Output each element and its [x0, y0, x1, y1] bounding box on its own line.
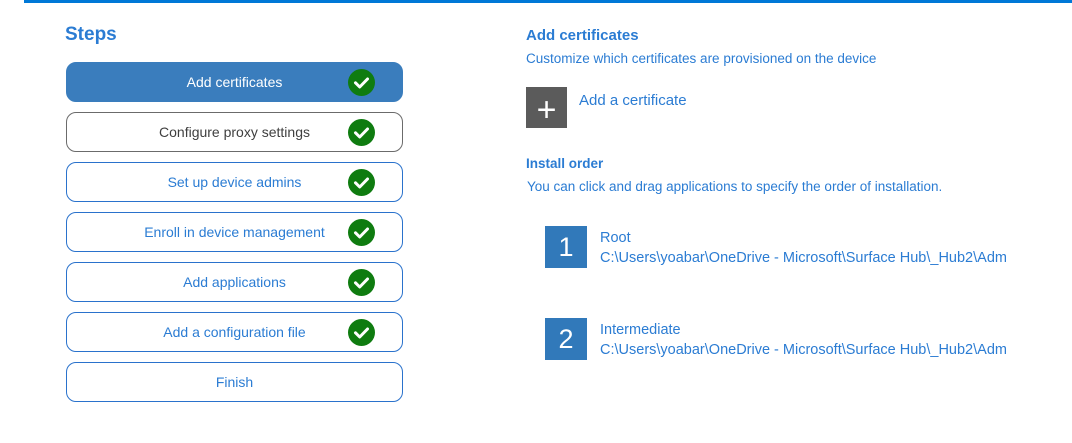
install-item-text: Root C:\Users\yoabar\OneDrive - Microsof… [600, 226, 1007, 268]
add-certificate-label[interactable]: Add a certificate [579, 92, 687, 109]
check-icon [348, 69, 375, 96]
step-add-a-configuration-file[interactable]: Add a configuration file [66, 312, 403, 352]
check-icon [348, 219, 375, 246]
plus-icon: + [536, 90, 557, 129]
step-label: Set up device admins [167, 174, 302, 190]
install-order-description: You can click and drag applications to s… [527, 179, 943, 194]
step-configure-proxy-settings[interactable]: Configure proxy settings [66, 112, 403, 152]
page-title: Add certificates [526, 27, 639, 44]
step-finish[interactable]: Finish [66, 362, 403, 402]
step-label: Finish [215, 374, 254, 390]
install-order-title: Install order [526, 156, 604, 171]
step-label: Add applications [183, 274, 286, 290]
step-label: Enroll in device management [144, 224, 325, 240]
install-item-path: C:\Users\yoabar\OneDrive - Microsoft\Sur… [600, 250, 1007, 266]
install-item-text: Intermediate C:\Users\yoabar\OneDrive - … [600, 318, 1007, 360]
order-number-badge: 1 [545, 226, 587, 268]
check-icon [348, 169, 375, 196]
check-icon [348, 269, 375, 296]
step-label: Add a configuration file [163, 324, 306, 340]
step-add-applications[interactable]: Add applications [66, 262, 403, 302]
install-item-root[interactable]: 1 Root C:\Users\yoabar\OneDrive - Micros… [545, 226, 1007, 268]
check-icon [348, 319, 375, 346]
add-certificate-button[interactable]: + [526, 87, 567, 128]
page-subtitle: Customize which certificates are provisi… [526, 51, 877, 66]
steps-panel-title: Steps [65, 24, 117, 45]
step-set-up-device-admins[interactable]: Set up device admins [66, 162, 403, 202]
check-icon [348, 119, 375, 146]
step-label: Add certificates [186, 74, 283, 90]
install-item-path: C:\Users\yoabar\OneDrive - Microsoft\Sur… [600, 342, 1007, 358]
install-item-name: Intermediate [600, 322, 681, 338]
install-item-name: Root [600, 230, 631, 246]
accent-top-line [24, 0, 1072, 3]
step-enroll-in-device-management[interactable]: Enroll in device management [66, 212, 403, 252]
step-add-certificates[interactable]: Add certificates [66, 62, 403, 102]
install-item-intermediate[interactable]: 2 Intermediate C:\Users\yoabar\OneDrive … [545, 318, 1007, 360]
steps-list: Add certificates Configure proxy setting… [66, 62, 403, 412]
step-label: Configure proxy settings [159, 124, 310, 140]
order-number-badge: 2 [545, 318, 587, 360]
